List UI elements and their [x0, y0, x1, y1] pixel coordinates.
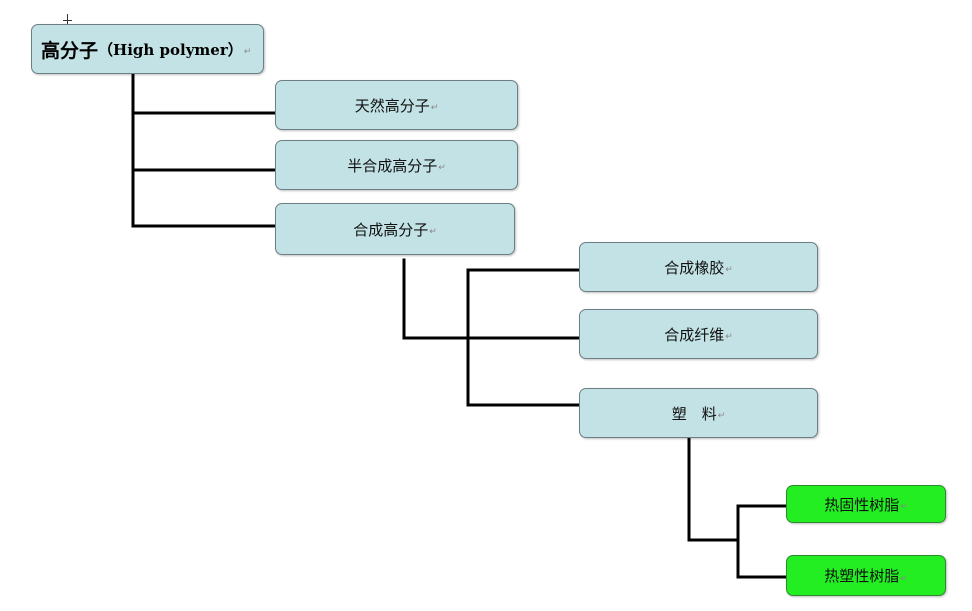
text-cursor-mark: [62, 14, 74, 30]
node-label: 合成纤维: [664, 325, 725, 344]
paragraph-mark-icon: ↵: [243, 47, 252, 57]
node-thermosetting-resin[interactable]: 热固性树脂 ↵: [786, 485, 946, 523]
paragraph-mark-icon: ↵: [900, 502, 908, 512]
root-subtitle: （High polymer）: [98, 40, 243, 59]
connector-plastic-down: [687, 436, 740, 542]
node-thermoplastic-resin[interactable]: 热塑性树脂 ↵: [786, 555, 946, 596]
connector-synthetic-down: [402, 258, 470, 340]
paragraph-mark-icon: ↵: [725, 265, 733, 275]
root-title: 高分子: [41, 39, 99, 62]
node-synthetic-polymer[interactable]: 合成高分子 ↵: [275, 203, 515, 255]
node-label: 半合成高分子: [347, 156, 438, 175]
node-label: 天然高分子: [354, 96, 430, 115]
node-label: 热塑性树脂: [824, 567, 900, 585]
paragraph-mark-icon: ↵: [717, 411, 726, 421]
node-plastic[interactable]: 塑 料 ↵: [579, 388, 818, 438]
node-synthetic-rubber[interactable]: 合成橡胶 ↵: [579, 242, 818, 292]
node-semisynthetic-polymer[interactable]: 半合成高分子 ↵: [275, 140, 518, 190]
node-label: 合成橡胶: [664, 258, 725, 277]
paragraph-mark-icon: ↵: [429, 227, 437, 237]
node-label: 热固性树脂: [824, 495, 900, 514]
node-high-polymer[interactable]: 高分子 （High polymer） ↵: [31, 24, 264, 74]
paragraph-mark-icon: ↵: [438, 163, 446, 173]
node-natural-polymer[interactable]: 天然高分子 ↵: [275, 80, 518, 130]
paragraph-mark-icon: ↵: [900, 573, 908, 584]
node-label: 合成高分子: [353, 220, 429, 239]
paragraph-mark-icon: ↵: [430, 103, 439, 113]
node-label: 塑 料: [671, 404, 717, 423]
node-synthetic-fiber[interactable]: 合成纤维 ↵: [579, 309, 818, 359]
paragraph-mark-icon: ↵: [725, 332, 733, 342]
